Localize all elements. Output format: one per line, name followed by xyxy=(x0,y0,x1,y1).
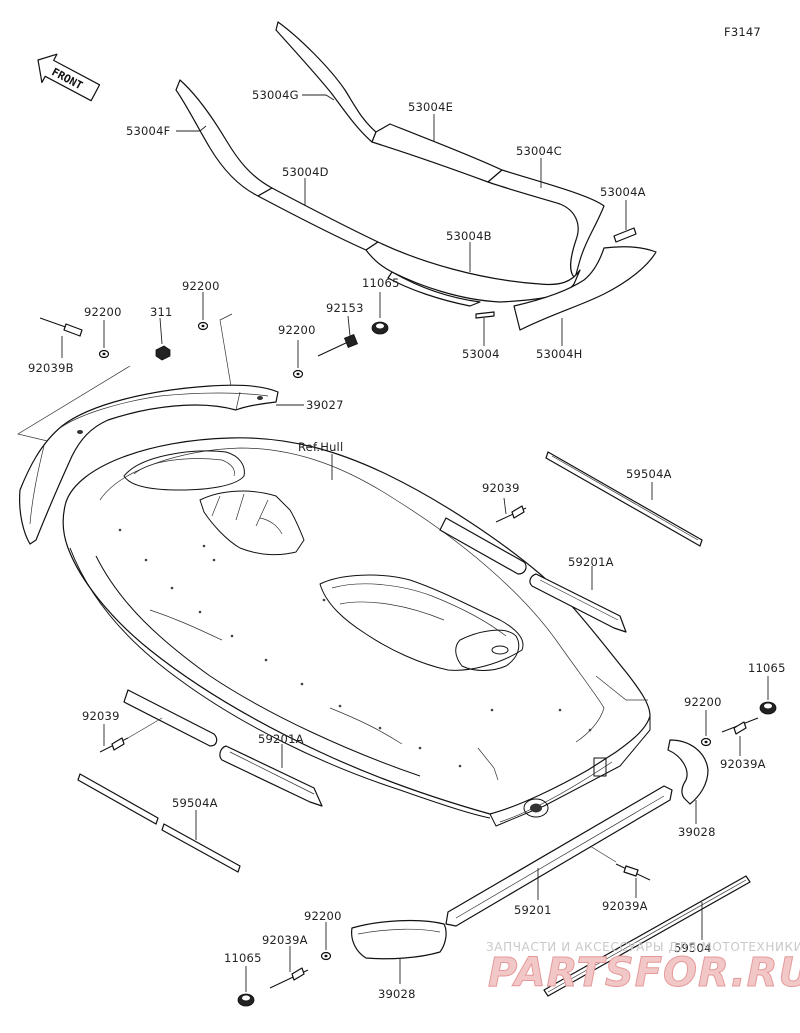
mat-pad-53004h xyxy=(513,246,657,331)
right-parts: 59504A 92039 59201A 11065 92200 92039A 3… xyxy=(439,451,786,839)
mat-pad-53004c xyxy=(487,169,605,279)
cover-39028-right xyxy=(667,739,709,805)
mat-pad-labels: 53004G 53004F 53004E 53004D 53004C 53004… xyxy=(126,88,646,361)
mat-pad-53004g xyxy=(275,21,377,143)
label-11065-bottom: 11065 xyxy=(224,951,262,965)
mat-pad-53004d xyxy=(257,187,379,251)
label-92153: 92153 xyxy=(326,301,364,315)
label-53004b: 53004B xyxy=(446,229,492,243)
nut-311 xyxy=(155,345,171,361)
label-92039a-mid: 92039A xyxy=(602,899,648,913)
label-53004f: 53004F xyxy=(126,124,170,138)
label-92039-right: 92039 xyxy=(482,481,520,495)
figure-id: F3147 xyxy=(724,25,761,39)
label-92200-mid: 92200 xyxy=(278,323,316,337)
label-53004g: 53004G xyxy=(252,88,299,102)
label-11065-top: 11065 xyxy=(362,276,400,290)
mat-pads xyxy=(175,21,657,331)
label-53004h: 53004H xyxy=(536,347,582,361)
bolt-92039a-right xyxy=(733,721,747,735)
bolt-92039-right xyxy=(511,505,525,519)
label-39028-bottom: 39028 xyxy=(378,987,416,1001)
strip-59504a-right xyxy=(545,451,703,547)
label-92200-bottom: 92200 xyxy=(304,909,342,923)
bolt-92153 xyxy=(343,333,359,349)
hull xyxy=(62,437,651,827)
channel-59201a-lower-left xyxy=(219,745,323,807)
label-53004c: 53004C xyxy=(516,144,562,158)
label-59201: 59201 xyxy=(514,903,552,917)
label-92039b: 92039B xyxy=(28,361,74,375)
watermark-line1: ЗАПЧАСТИ И АКСЕССУАРЫ ДЛЯ МОТОТЕХНИКИ xyxy=(486,940,800,954)
label-59504: 59504 xyxy=(674,941,712,955)
cover-39028-bottom xyxy=(351,919,447,960)
bolt-92039b xyxy=(63,323,83,337)
label-39027: 39027 xyxy=(306,398,344,412)
label-53004e: 53004E xyxy=(408,100,453,114)
label-92200-upper: 92200 xyxy=(182,279,220,293)
label-39028-right: 39028 xyxy=(678,825,716,839)
label-92200-right: 92200 xyxy=(684,695,722,709)
channel-59201a-lower-right xyxy=(529,573,627,633)
upper-fasteners: 11065 92153 92200 311 92200 92200 92039B xyxy=(17,276,400,445)
label-92039a-bottom: 92039A xyxy=(262,933,308,947)
bolt-92039a-bottom xyxy=(291,967,305,981)
bottom-parts: 59201 92039A 59504 39028 92200 92039A 11… xyxy=(224,785,751,1007)
label-59504a-right: 59504A xyxy=(626,467,672,481)
channel-59201a-upper-left xyxy=(123,689,218,747)
mat-pad-53004b-tip xyxy=(387,271,481,307)
mat-pad-53004 xyxy=(475,311,495,319)
label-53004: 53004 xyxy=(462,347,500,361)
label-59201a-right: 59201A xyxy=(568,555,614,569)
bolt-92039-left xyxy=(111,737,125,751)
watermark-line2: PARTSFOR.RU xyxy=(488,950,800,996)
channel-59201a-upper-right xyxy=(439,517,527,575)
label-11065-right: 11065 xyxy=(748,661,786,675)
label-92039-left: 92039 xyxy=(82,709,120,723)
mat-pad-53004b xyxy=(365,241,581,303)
strip-59504a-left-upper xyxy=(77,773,159,825)
left-lower-parts: 59201A 92039 59504A xyxy=(77,689,323,873)
label-92200-left: 92200 xyxy=(84,305,122,319)
label-92039a-right: 92039A xyxy=(720,757,766,771)
label-59201a-left: 59201A xyxy=(258,732,304,746)
mat-pad-53004e xyxy=(371,123,503,183)
mat-pad-53004a xyxy=(613,227,637,243)
label-59504a-left: 59504A xyxy=(172,796,218,810)
bolt-92039a-mid xyxy=(623,865,639,877)
label-ref-hull: Ref.Hull xyxy=(298,440,343,454)
grab-rail-39027 xyxy=(19,384,279,545)
label-53004d: 53004D xyxy=(282,165,329,179)
front-arrow-icon: FRONT xyxy=(37,53,101,102)
label-53004a: 53004A xyxy=(600,185,646,199)
strip-59504a-left-lower xyxy=(161,823,241,873)
label-311: 311 xyxy=(150,305,173,319)
